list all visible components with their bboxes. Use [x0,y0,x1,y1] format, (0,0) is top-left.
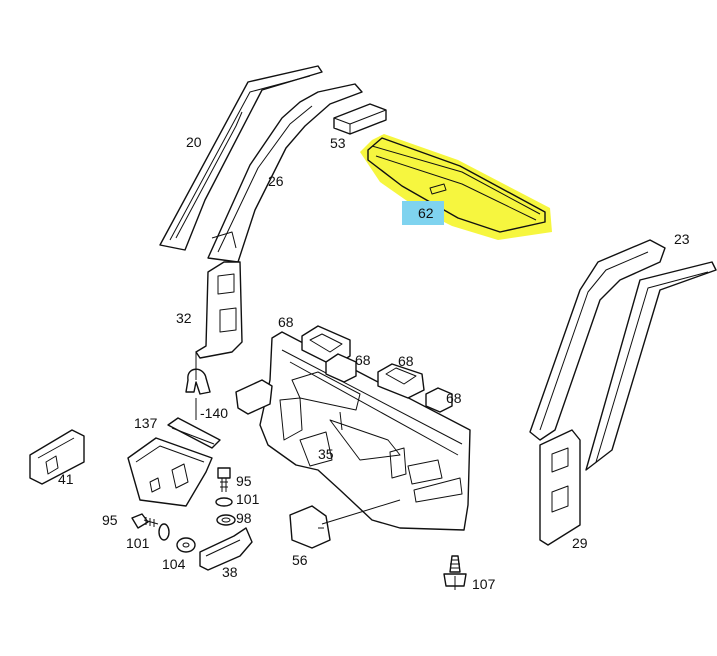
part-137-bracket [127,437,213,507]
label-140: -140 [200,405,228,421]
label-101-a: 101 [236,491,260,507]
part-32-lower-pillar [195,261,243,359]
label-53: 53 [330,135,346,151]
part-98-washer [216,514,236,526]
label-68-d: 68 [446,390,462,406]
label-104: 104 [162,556,186,572]
part-20-a-pillar-outer [159,65,323,251]
part-35-firewall [259,331,471,531]
part-68-bracket-3 [377,363,425,399]
part-101-washer [215,497,233,507]
part-140-strip [167,417,221,449]
part-62-cowl-panel [367,137,546,233]
label-20: 20 [186,134,202,150]
label-68-b: 68 [355,352,371,368]
part-53-bracket [333,103,387,135]
part-101-washer-lower [158,523,170,541]
label-38: 38 [222,564,238,580]
label-41: 41 [58,471,74,487]
label-137: 137 [134,415,158,431]
label-68-c: 68 [398,353,414,369]
label-62-box [402,201,444,225]
leader-lines [195,352,456,590]
label-95-a: 95 [236,473,252,489]
part-95-bolt-lower [131,513,159,529]
side-bracket [235,379,273,415]
part-38-bracket [199,527,253,571]
part-104-washer [176,537,196,553]
part-56-plate [289,505,331,549]
label-95-b: 95 [102,512,118,528]
part-95-bolt [217,467,231,492]
label-62: 62 [418,205,434,221]
label-107: 107 [472,576,496,592]
part-41-bracket [29,429,85,485]
label-98: 98 [236,510,252,526]
clip-icon [185,368,211,395]
label-29: 29 [572,535,588,551]
label-56: 56 [292,552,308,568]
part-29-a-pillar-inner-right [539,261,717,546]
label-35: 35 [318,446,334,462]
part-68-bracket-2 [325,353,357,383]
label-23: 23 [674,231,690,247]
label-26: 26 [268,173,284,189]
part-62-highlight [360,134,552,240]
label-68-a: 68 [278,314,294,330]
label-32: 32 [176,310,192,326]
part-23-a-pillar-outer-right [529,239,666,441]
part-26-a-pillar-inner [207,83,363,263]
label-101-b: 101 [126,535,150,551]
part-68-bracket-4 [425,387,453,413]
